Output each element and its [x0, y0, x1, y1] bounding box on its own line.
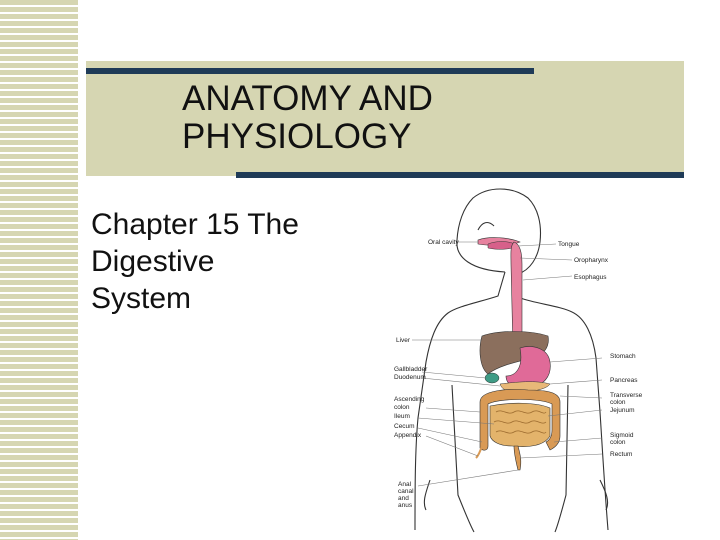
leader-jejunum	[547, 409, 603, 417]
appendix-shape	[475, 445, 483, 459]
leader-tongue	[517, 243, 557, 247]
label-stomach: Stomach	[610, 353, 636, 360]
small-intestine-shape	[489, 402, 551, 447]
label-oral-cavity: Oral cavity	[428, 239, 459, 246]
intestine-coil-2	[493, 420, 547, 424]
slide-title: ANATOMY AND PHYSIOLOGY	[182, 79, 433, 156]
gallbladder-shape	[484, 372, 500, 384]
label-oropharynx: Oropharynx	[574, 257, 609, 264]
leader-oropharynx	[519, 257, 573, 261]
right-hand-line	[599, 479, 609, 511]
leader-gallbladder	[421, 371, 487, 379]
leader-appendix	[425, 435, 479, 457]
intestine-coil-3	[495, 430, 547, 434]
label-rectum: Rectum	[610, 451, 632, 458]
left-torso-line	[451, 384, 475, 533]
label-liver: Liver	[396, 337, 411, 344]
nose-line	[477, 221, 495, 231]
title-bar-bottom	[236, 172, 684, 178]
leader-esophagus	[522, 275, 573, 281]
digestive-system-svg: Oral cavity Liver Gallbladder Duodenum A…	[394, 188, 643, 533]
intestine-coil-1	[495, 410, 547, 414]
title-band	[86, 61, 684, 176]
leader-lines	[412, 241, 603, 487]
small-intestine-coils	[493, 410, 547, 434]
label-gallbladder: Gallbladder	[394, 366, 428, 373]
body-right-contour	[456, 188, 609, 531]
label-anal-line3: and	[398, 495, 409, 502]
leader-cecum	[417, 427, 483, 443]
leader-ascending-colon	[425, 407, 481, 413]
digestive-system-diagram: Oral cavity Liver Gallbladder Duodenum A…	[360, 180, 720, 540]
leader-transverse-colon	[559, 395, 603, 399]
leader-sigmoid-colon	[553, 437, 603, 443]
labels-right: Tongue Oropharynx Esophagus Stomach Panc…	[558, 241, 643, 458]
label-anal-line2: canal	[398, 488, 414, 495]
label-anal-line1: Anal	[398, 481, 412, 488]
label-ascending-colon-line1: Ascending	[394, 396, 425, 403]
title-bar-top	[86, 68, 534, 74]
label-transverse-colon-line1: Transverse	[610, 392, 643, 399]
label-cecum: Cecum	[394, 423, 415, 430]
body-outline	[414, 188, 609, 533]
rectum-shape	[513, 445, 522, 471]
label-duodenum: Duodenum	[394, 374, 426, 381]
leader-pancreas	[549, 379, 603, 385]
label-ascending-colon-line2: colon	[394, 404, 410, 411]
label-anus: anus	[398, 502, 413, 509]
body-left-contour	[414, 271, 506, 531]
large-intestine-shape	[479, 389, 561, 451]
leader-ileum	[417, 417, 495, 425]
decorative-stripes	[0, 0, 78, 540]
label-pancreas: Pancreas	[610, 377, 638, 384]
label-sigmoid-colon-line2: colon	[610, 439, 626, 446]
label-appendix: Appendix	[394, 432, 422, 439]
label-tongue: Tongue	[558, 241, 580, 248]
label-esophagus: Esophagus	[574, 274, 607, 281]
labels-left: Oral cavity Liver Gallbladder Duodenum A…	[394, 239, 459, 509]
left-hand-line	[423, 479, 431, 511]
leader-rectum	[519, 453, 603, 459]
slide-subtitle: Chapter 15 The Digestive System	[91, 208, 299, 315]
label-jejunum: Jejunum	[610, 407, 635, 414]
leader-stomach	[549, 357, 603, 363]
label-transverse-colon-line2: colon	[610, 399, 626, 406]
right-torso-line	[554, 384, 569, 533]
leader-duodenum	[421, 377, 501, 387]
leader-anal-canal	[417, 469, 519, 487]
label-sigmoid-colon-line1: Sigmoid	[610, 432, 634, 439]
label-ileum: Ileum	[394, 413, 410, 420]
